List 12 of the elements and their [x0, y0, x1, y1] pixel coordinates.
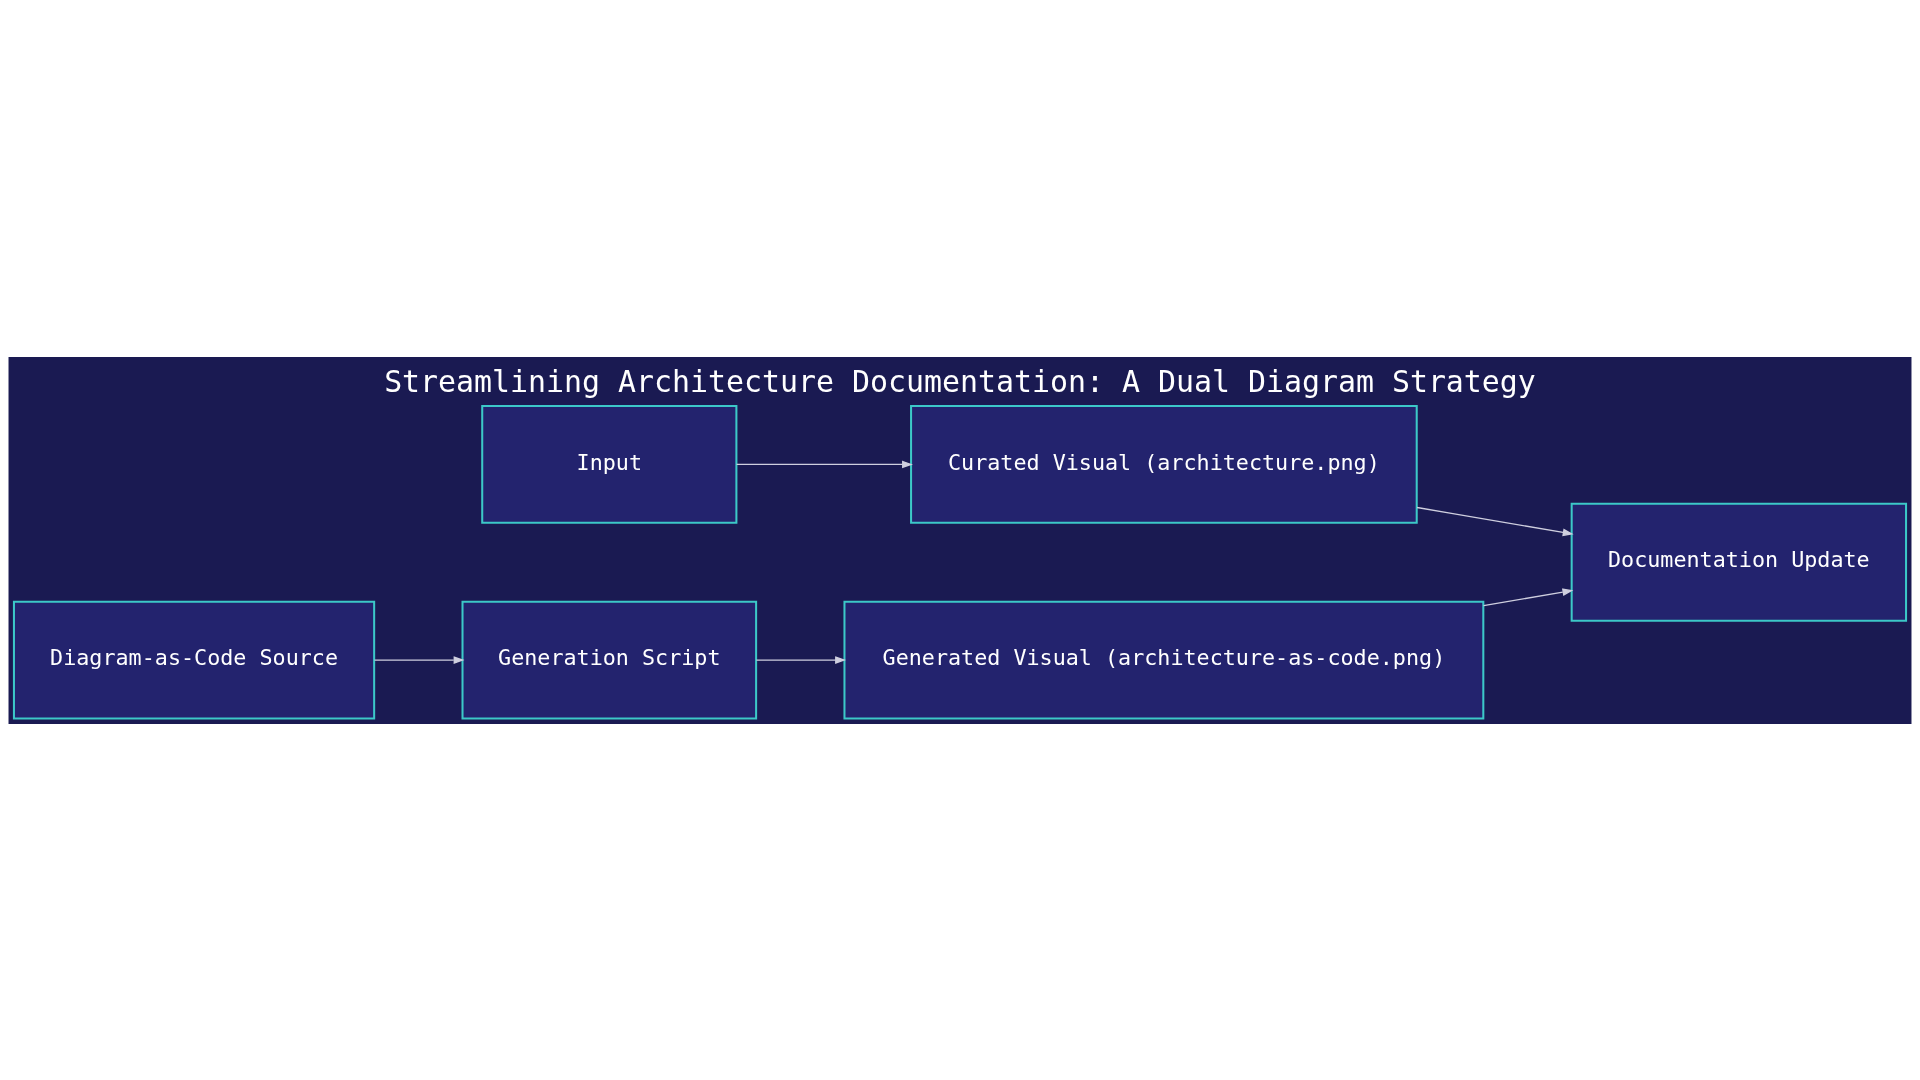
- diagram-title: Streamlining Architecture Documentation: A Dual Diagram Strategy: [384, 363, 1536, 399]
- arrow: [755, 655, 846, 664]
- arrow: [1482, 587, 1574, 606]
- node-box: Generated Visual (architecture-as-code.png): [843, 600, 1485, 720]
- node-box: Input: [481, 404, 738, 524]
- node-box: Curated Visual (architecture.png): [910, 404, 1418, 524]
- arrow: [373, 655, 465, 664]
- node-box: Diagram-as-Code Source: [12, 600, 376, 720]
- node-box: Generation Script: [461, 600, 758, 720]
- arrow: [1416, 506, 1574, 536]
- arrow: [735, 460, 913, 468]
- node-box: Documentation Update: [1570, 502, 1908, 622]
